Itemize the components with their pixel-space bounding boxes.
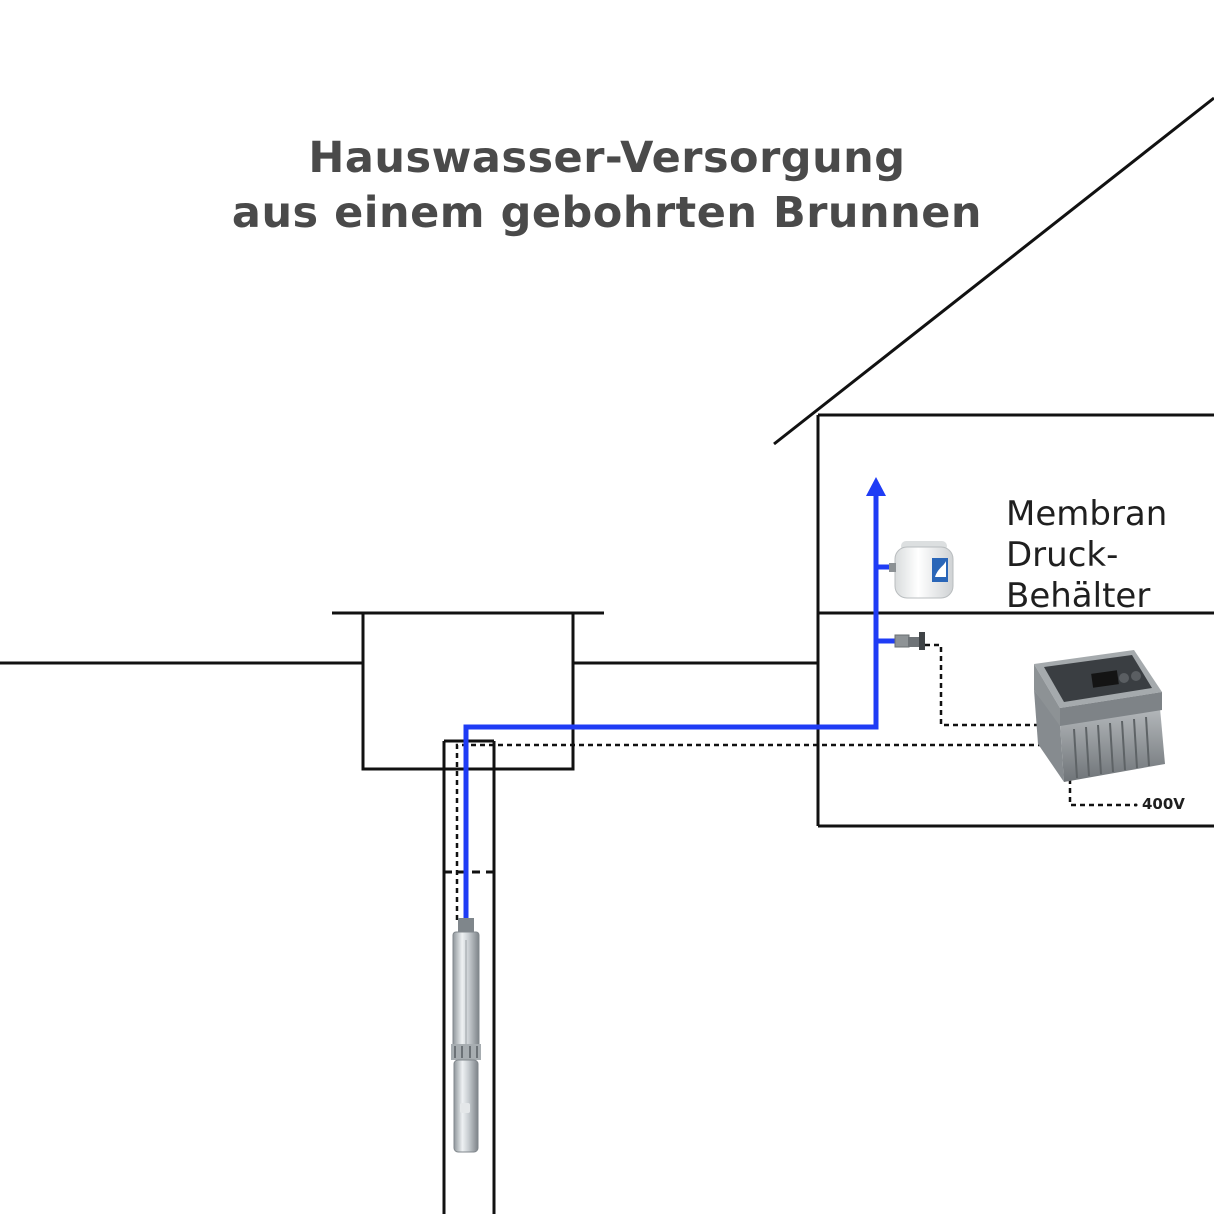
pressure-sensor-icon (894, 632, 925, 650)
borehole (442, 739, 496, 1214)
arrow-up-icon (866, 477, 886, 496)
water-pipe (463, 494, 897, 922)
power-supply-label: 400V (1142, 795, 1185, 813)
tank-label-line-3: Behälter (1006, 576, 1151, 616)
tank-label-line-1: Membran (1006, 494, 1168, 534)
power-terminal (1134, 803, 1138, 807)
pressure-tank-icon (889, 541, 954, 599)
house-outline (773, 96, 1214, 828)
tank-label-line-2: Druck- (1006, 535, 1119, 575)
supply-cable (1068, 770, 1136, 807)
frequency-converter-icon (1034, 650, 1165, 782)
submersible-pump-icon (451, 918, 481, 1153)
pump-cable (455, 720, 1077, 920)
diagram-title-line-1: Hauswasser-Versorgung (308, 133, 906, 183)
sensor-cable (925, 643, 1040, 727)
diagram-title-line-2: aus einem gebohrten Brunnen (231, 188, 983, 238)
